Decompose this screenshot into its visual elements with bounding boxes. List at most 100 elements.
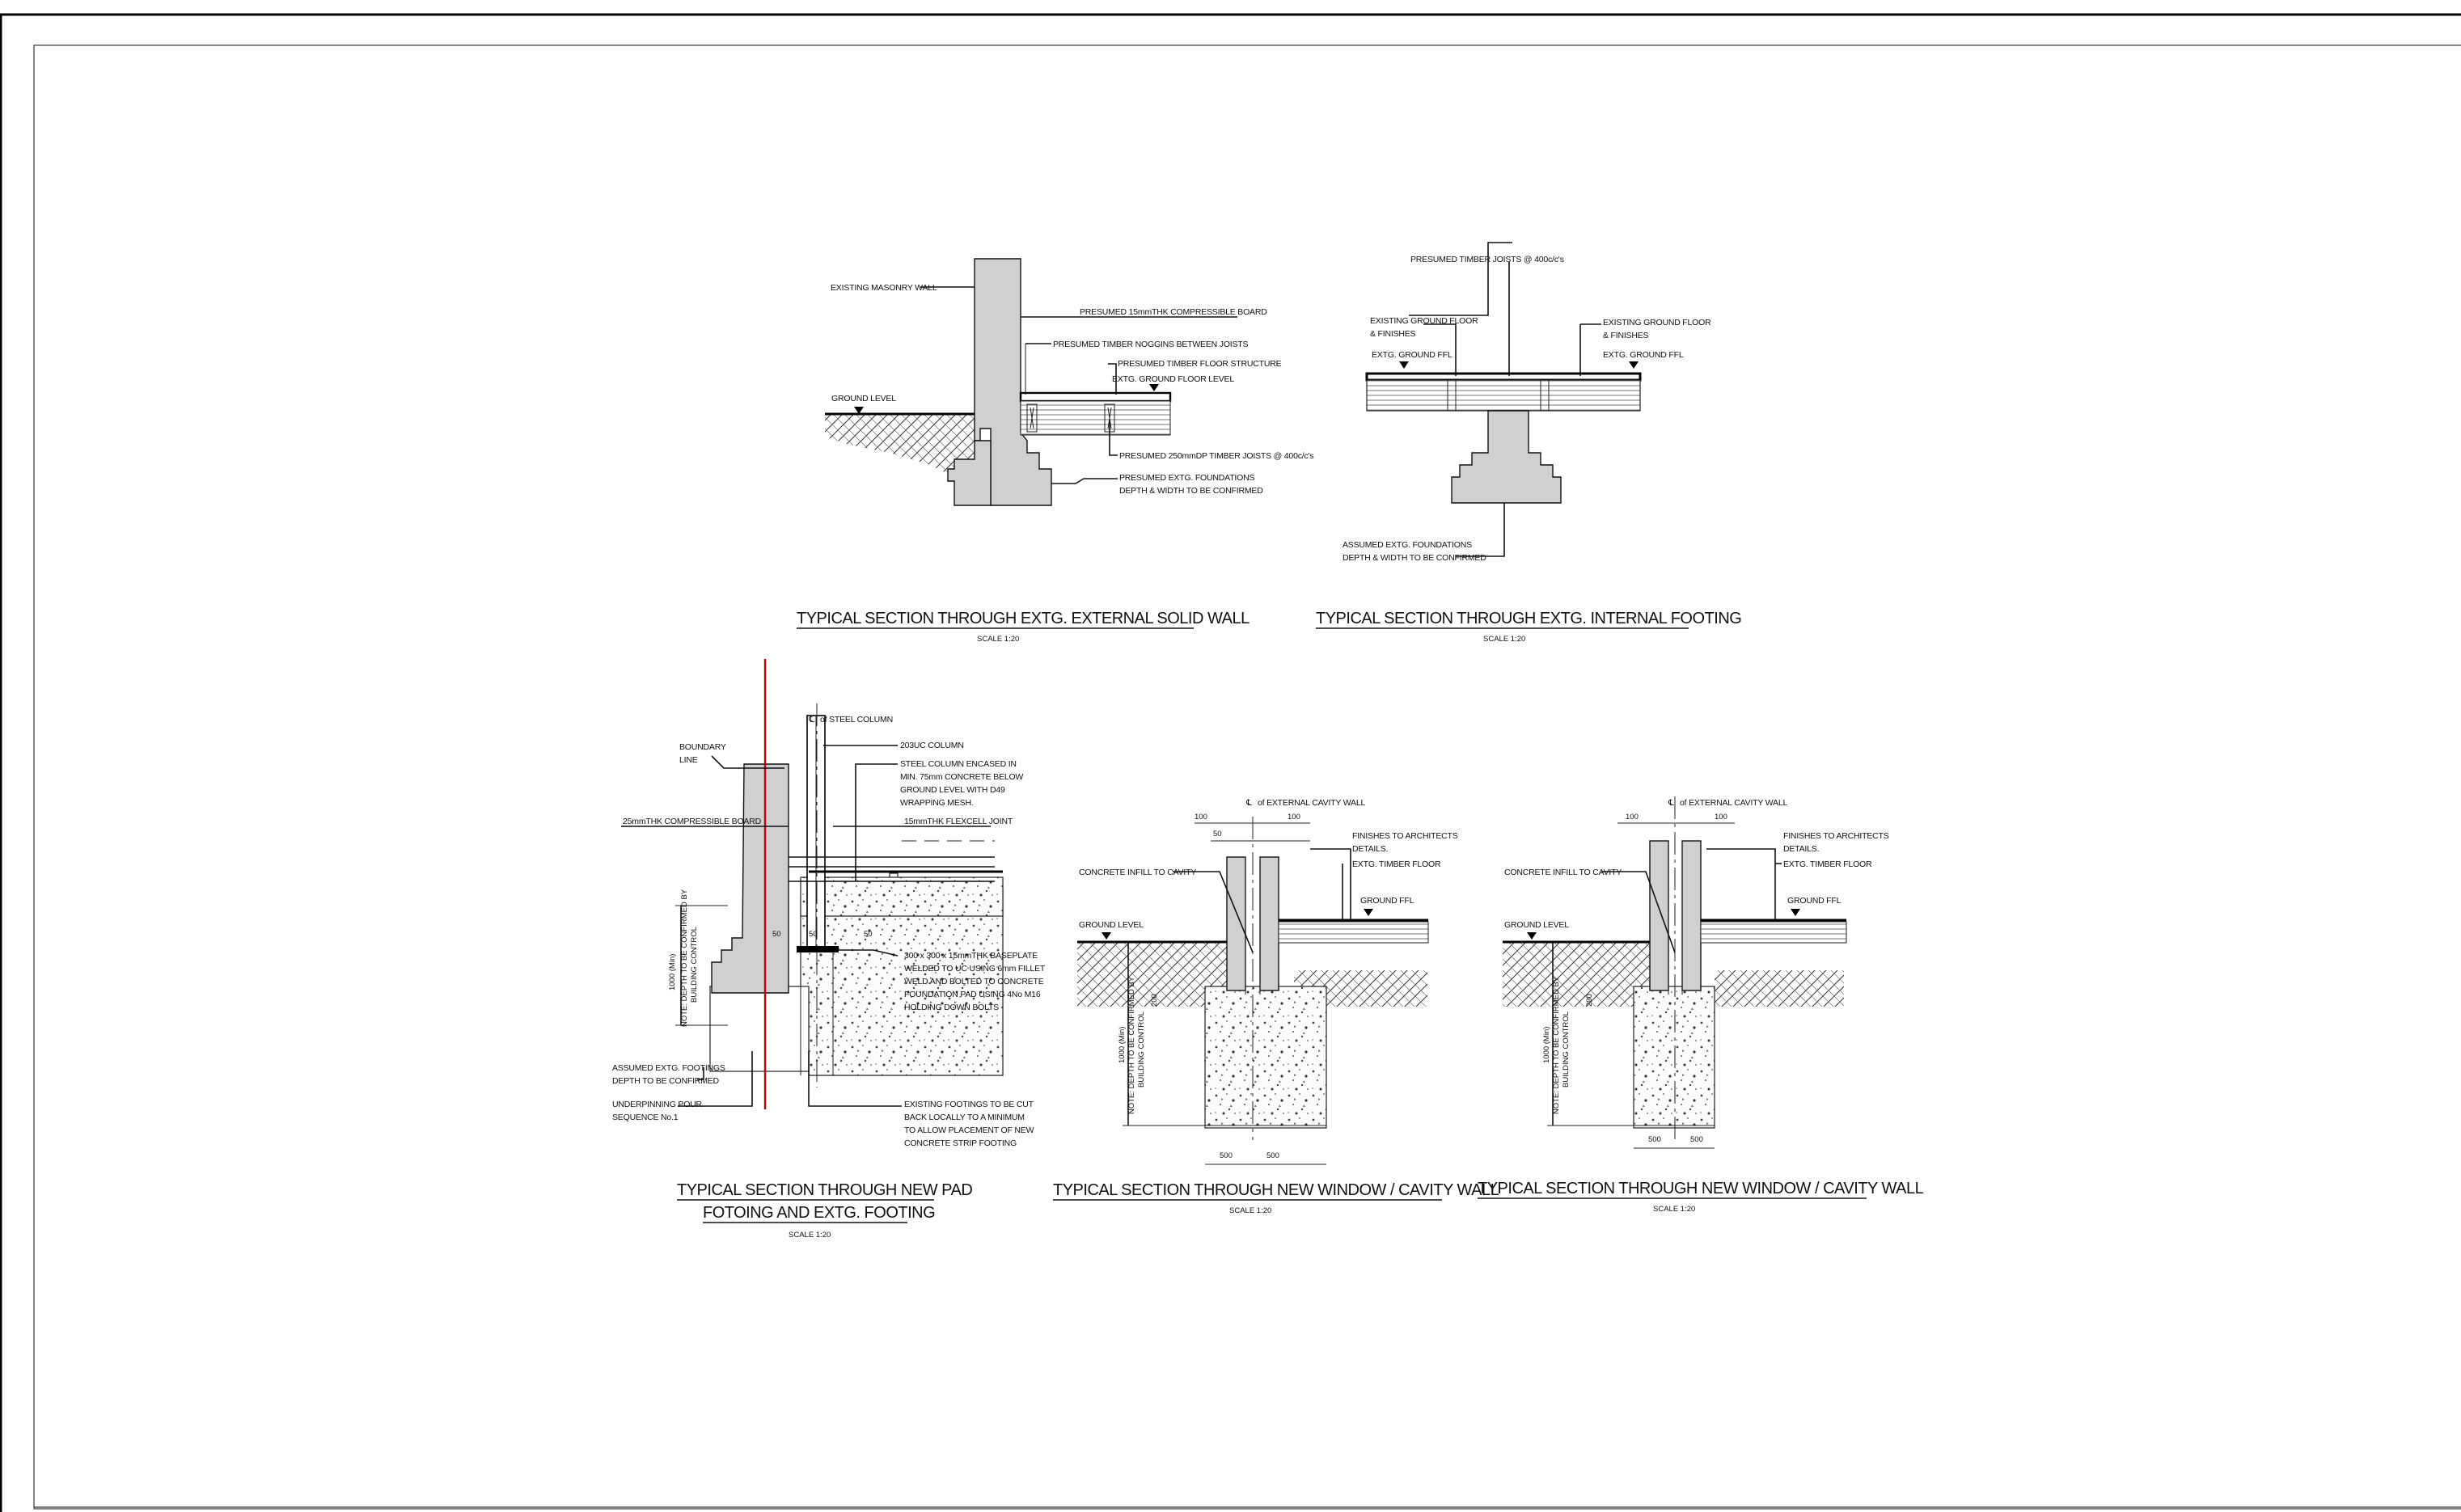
floor-level-label: EXTG. GROUND FLOOR LEVEL — [1112, 374, 1234, 384]
dim-100-a: 100 — [1195, 813, 1207, 821]
boundary-wall — [711, 763, 789, 994]
baseplate-label-2: WELDED TO UC USING 6mm FILLET — [904, 964, 1046, 974]
underpin-label-2: SEQUENCE No.1 — [612, 1113, 679, 1122]
cut-label-2: BACK LOCALLY TO A MINIMUM — [904, 1113, 1025, 1122]
extg-footing-label-2: DEPTH TO BE CONFIRMED — [612, 1076, 720, 1086]
detail-new-pad-footing: ℄ of STEEL COLUMN BOUNDARY LINE 203UC CO… — [612, 659, 1046, 1240]
note-label-1: NOTE: DEPTH TO BE CONFIRMED BY — [1127, 976, 1136, 1114]
timber-floor-label: EXTG. TIMBER FLOOR — [1783, 859, 1872, 869]
foundation-step — [947, 440, 992, 506]
flexcell-label: 15mmTHK FLEXCELL JOINT — [904, 817, 1013, 826]
centreline-symbol: ℄ — [808, 715, 814, 724]
baseplate-label-3: WELD AND BOLTED TO CONCRETE — [904, 977, 1044, 986]
detail-1-title: TYPICAL SECTION THROUGH EXTG. EXTERNAL S… — [797, 610, 1250, 627]
ground-level-label: GROUND LEVEL — [1079, 920, 1144, 930]
extg-footing-label-1: ASSUMED EXTG. FOOTINGS — [612, 1063, 725, 1073]
foundations-label-1: ASSUMED EXTG. FOUNDATIONS — [1343, 540, 1472, 550]
internal-footing — [1451, 410, 1562, 504]
joist-zone — [1020, 400, 1171, 436]
encased-label-3: GROUND LEVEL WITH D49 — [900, 785, 1005, 795]
dim-500-b: 500 — [1690, 1135, 1703, 1144]
floor-right-label-2: & FINISHES — [1603, 331, 1649, 340]
strip-foundation — [1204, 986, 1327, 1129]
dim-100-b: 100 — [1288, 813, 1300, 821]
baseplate-label-4: FOUNDATION PAD USING 4No M16 — [904, 990, 1041, 999]
centreline-label: of EXTERNAL CAVITY WALL — [1680, 798, 1787, 808]
outer-leaf — [1259, 856, 1279, 991]
detail-5-scale: SCALE 1:20 — [1653, 1205, 1695, 1214]
earth-fill — [825, 414, 975, 501]
baseplate-label-1: 300 x 300 x 15mmTHK BASEPLATE — [904, 951, 1038, 961]
floor-finish-band — [1365, 372, 1642, 382]
dim-50-b: 50 — [809, 930, 818, 939]
extg-footing — [709, 986, 810, 1072]
centreline-symbol: ℄ — [1245, 798, 1252, 808]
centreline-label: of STEEL COLUMN — [820, 715, 893, 724]
slab — [800, 876, 1004, 917]
board-label: 25mmTHK COMPRESSIBLE BOARD — [623, 817, 762, 826]
foundations-label-2: DEPTH & WIDTH TO BE CONFIRMED — [1343, 553, 1486, 563]
ffl-left-label: EXTG. GROUND FFL — [1372, 350, 1452, 360]
joists-label: PRESUMED 250mmDP TIMBER JOISTS @ 400c/c'… — [1119, 451, 1313, 461]
detail-internal-footing: PRESUMED TIMBER JOISTS @ 400c/c's EXISTI… — [1316, 242, 1742, 644]
detail-3-title-1: TYPICAL SECTION THROUGH NEW PAD — [677, 1181, 972, 1199]
finishes-label-2: DETAILS. — [1783, 844, 1819, 854]
infill-label: CONCRETE INFILL TO CAVITY — [1504, 868, 1622, 877]
inner-border — [33, 44, 2461, 1510]
uc-label: 203UC COLUMN — [900, 741, 964, 750]
note-label-1: NOTE: DEPTH TO BE CONFIRMED BY — [680, 889, 689, 1027]
infill-label: CONCRETE INFILL TO CAVITY — [1079, 868, 1196, 877]
floor-right-label-1: EXISTING GROUND FLOOR — [1603, 318, 1711, 327]
centreline-label: of EXTERNAL CAVITY WALL — [1258, 798, 1365, 808]
detail-cavity-wall-a: ℄ of EXTERNAL CAVITY WALL 100 100 50 FIN… — [1053, 798, 1499, 1215]
floor-left-label-2: & FINISHES — [1370, 329, 1416, 339]
encased-label-2: MIN. 75mm CONCRETE BELOW — [900, 772, 1023, 782]
dim-200: 200 — [1585, 994, 1594, 1007]
board-label: PRESUMED 15mmTHK COMPRESSIBLE BOARD — [1080, 307, 1267, 317]
ffl-label: GROUND FFL — [1787, 896, 1842, 906]
boundary-label-1: BOUNDARY — [679, 742, 726, 752]
floor-left-label-1: EXISTING GROUND FLOOR — [1370, 316, 1478, 326]
ground-level-label: GROUND LEVEL — [831, 394, 896, 403]
encased-label-4: WRAPPING MESH. — [900, 798, 974, 808]
inner-leaf — [1226, 856, 1246, 991]
baseplate — [797, 946, 839, 952]
dim-200: 200 — [1150, 994, 1159, 1007]
masonry-label: EXISTING MASONRY WALL — [831, 283, 937, 293]
dim-500-a: 500 — [1648, 1135, 1661, 1144]
encased-label-1: STEEL COLUMN ENCASED IN — [900, 759, 1017, 769]
cut-label-4: CONCRETE STRIP FOOTING — [904, 1138, 1017, 1148]
detail-3-title-2: FOTOING AND EXTG. FOOTING — [703, 1204, 935, 1222]
floor-zone — [1700, 921, 1847, 944]
finishes-label-2: DETAILS. — [1352, 844, 1388, 854]
boundary-label-2: LINE — [679, 755, 698, 765]
detail-2-scale: SCALE 1:20 — [1483, 635, 1525, 644]
baseplate-label-5: HOLDING DOWN BOLTS — [904, 1003, 999, 1012]
foundations-label-2: DEPTH & WIDTH TO BE CONFIRMED — [1119, 486, 1263, 496]
ground-level-label: GROUND LEVEL — [1504, 920, 1569, 930]
depth-label: 1000 (Min) — [1542, 1027, 1551, 1063]
depth-label: 1000 (Min) — [1118, 1027, 1127, 1063]
detail-cavity-wall-b: ℄ of EXTERNAL CAVITY WALL 100 100 FINISH… — [1478, 796, 1924, 1214]
inner-leaf — [1649, 840, 1669, 991]
detail-1-scale: SCALE 1:20 — [977, 635, 1019, 644]
note-label-2: BUILDING CONTROL — [1137, 1012, 1146, 1088]
note-label-1: NOTE: DEPTH TO BE CONFIRMED BY — [1552, 976, 1561, 1114]
dim-100-a: 100 — [1626, 813, 1639, 821]
detail-5-title: TYPICAL SECTION THROUGH NEW WINDOW / CAV… — [1478, 1180, 1924, 1197]
dim-500-b: 500 — [1266, 1151, 1279, 1160]
floor-joist-band — [1366, 379, 1641, 412]
detail-4-title: TYPICAL SECTION THROUGH NEW WINDOW / CAV… — [1053, 1181, 1499, 1199]
dim-50: 50 — [1213, 830, 1222, 838]
finishes-label-1: FINISHES TO ARCHITECTS — [1352, 831, 1458, 841]
joists-label: PRESUMED TIMBER JOISTS @ 400c/c's — [1410, 255, 1564, 264]
cut-label-3: TO ALLOW PLACEMENT OF NEW — [904, 1126, 1034, 1135]
ffl-right-label: EXTG. GROUND FFL — [1603, 350, 1684, 360]
finishes-label-1: FINISHES TO ARCHITECTS — [1783, 831, 1889, 841]
dim-100-b: 100 — [1715, 813, 1727, 821]
note-label-2: BUILDING CONTROL — [690, 927, 699, 1003]
earth-right — [1715, 970, 1844, 1007]
foundations-label-1: PRESUMED EXTG. FOUNDATIONS — [1119, 473, 1254, 483]
dim-50-c: 50 — [864, 930, 873, 939]
